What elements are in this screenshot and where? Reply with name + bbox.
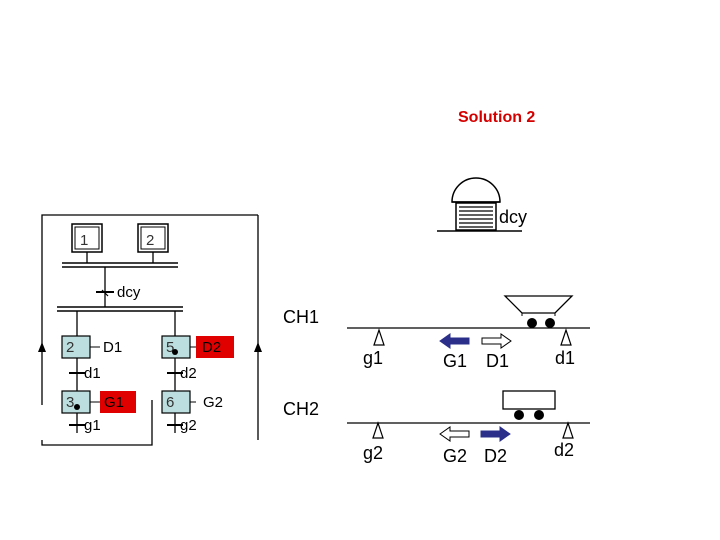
ch1-left-sensor bbox=[373, 328, 385, 346]
ch1-right-arrow bbox=[481, 333, 512, 349]
ch1-cart-wheel-left bbox=[527, 318, 537, 328]
ch1-right-arrow-label: D1 bbox=[486, 351, 509, 371]
ch2-right-arrow-label: D2 bbox=[484, 446, 507, 466]
branch1-transition-label: d1 bbox=[84, 365, 101, 382]
action-d1-box bbox=[100, 336, 134, 358]
ch2-cart-wheel-left bbox=[514, 410, 524, 420]
branch1-action-label: D1 bbox=[103, 339, 122, 356]
ch1-left-sensor-label: g1 bbox=[363, 348, 383, 368]
action-d2-box bbox=[196, 336, 234, 358]
ch1-right-sensor bbox=[560, 328, 572, 346]
ch1-label: CH1 bbox=[283, 307, 319, 327]
diagram-title: Solution 2 bbox=[458, 109, 535, 126]
loop-arrow-left bbox=[38, 342, 46, 352]
dcy-button-label: dcy bbox=[499, 207, 527, 227]
branch2-step-label: 5 bbox=[166, 339, 174, 356]
ch1-cart-body bbox=[503, 295, 574, 314]
ch2-cart-body bbox=[502, 390, 556, 410]
ch1-right-sensor-label: d1 bbox=[555, 348, 575, 368]
ch1-left-arrow-label: G1 bbox=[443, 351, 467, 371]
ch1-cart-wheel-right bbox=[545, 318, 555, 328]
initial-step-1-label: 1 bbox=[80, 232, 88, 249]
ch2-right-arrow-active bbox=[480, 426, 511, 442]
initial-step-2-label: 2 bbox=[146, 232, 154, 249]
loop-arrow-right bbox=[254, 342, 262, 352]
cart-ch1 bbox=[347, 295, 590, 349]
sync-transition-label: dcy bbox=[117, 284, 141, 301]
action-g2-box bbox=[196, 391, 234, 413]
ch1-left-arrow-active bbox=[439, 333, 470, 349]
ch2-left-sensor-label: g2 bbox=[363, 443, 383, 463]
ch2-label: CH2 bbox=[283, 399, 319, 419]
branch2-transition-label: d2 bbox=[180, 365, 197, 382]
step-5-token bbox=[172, 349, 178, 355]
branch2-next-transition-label: g2 bbox=[180, 417, 197, 434]
action-g1-box bbox=[100, 391, 136, 413]
branch2-action-label: D2 bbox=[202, 339, 221, 356]
grafcet: 1 2 2 D1 3 G1 bbox=[38, 214, 262, 446]
step-3-token bbox=[74, 404, 80, 410]
initial-step-2 bbox=[137, 223, 169, 253]
branch1-next-action-label: G1 bbox=[104, 394, 124, 411]
dcy-push-button bbox=[437, 177, 522, 232]
cart-ch2 bbox=[347, 390, 590, 442]
ch2-cart-wheel-right bbox=[534, 410, 544, 420]
branch1-step-label: 2 bbox=[66, 339, 74, 356]
ch2-left-arrow-label: G2 bbox=[443, 446, 467, 466]
ch2-right-sensor bbox=[562, 421, 574, 439]
branch2-next-action-label: G2 bbox=[203, 394, 223, 411]
branch1-next-transition-label: g1 bbox=[84, 417, 101, 434]
ch2-right-sensor-label: d2 bbox=[554, 440, 574, 460]
branch1-next-step-label: 3 bbox=[66, 394, 74, 411]
ch2-left-sensor bbox=[372, 421, 384, 439]
ch2-left-arrow bbox=[439, 426, 470, 442]
branch2-next-step-label: 6 bbox=[166, 394, 174, 411]
